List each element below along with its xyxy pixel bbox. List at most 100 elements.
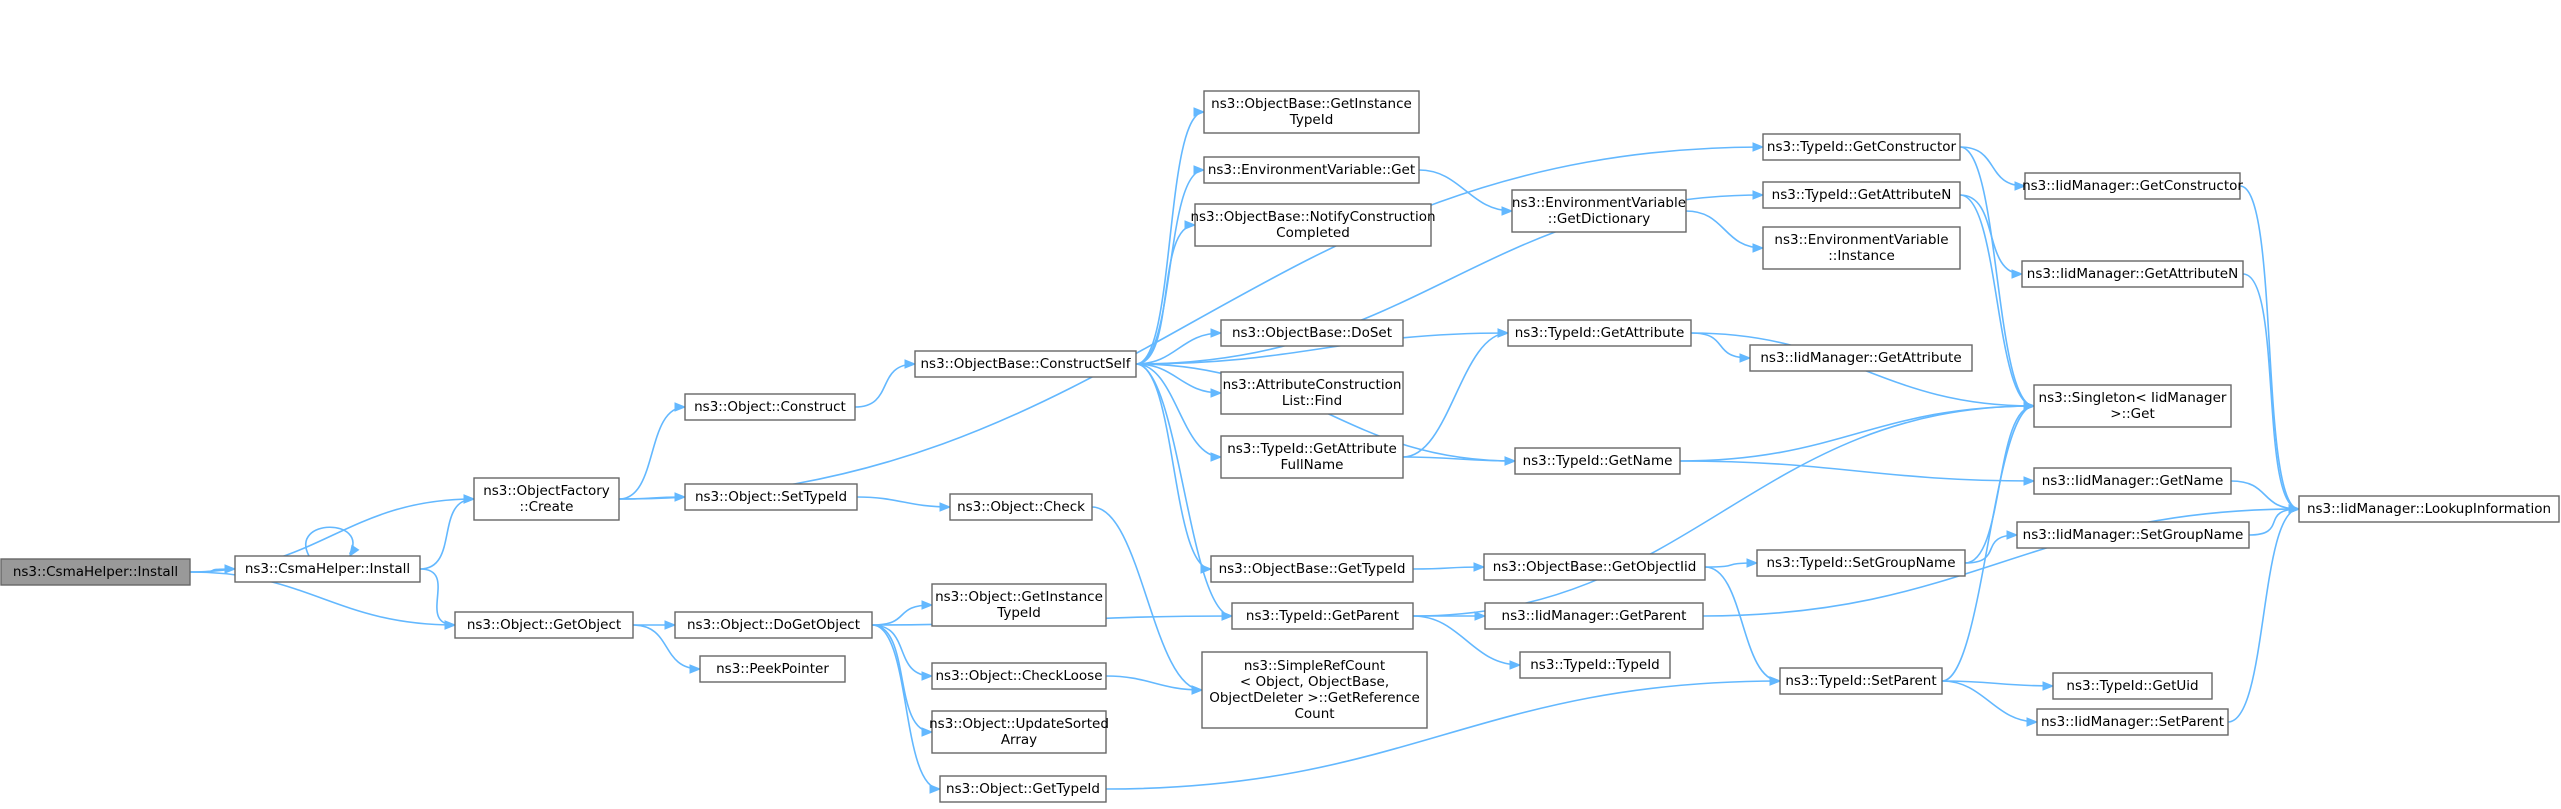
- node-label: Array: [1001, 732, 1037, 748]
- node-label: ns3::Object::GetInstance: [935, 589, 1103, 605]
- node-label: ns3::Object::GetObject: [467, 617, 621, 633]
- function-node-n1[interactable]: ns3::CsmaHelper::Install: [234, 555, 421, 583]
- call-edge-n26-to-n34-arrow: [1769, 676, 1782, 686]
- call-edge-n8-to-n21-arrow: [1221, 611, 1234, 621]
- function-node-n9[interactable]: ns3::Object::Check: [949, 493, 1093, 521]
- node-box: [1749, 344, 1973, 372]
- call-edge-n19-to-n25-arrow: [1504, 456, 1517, 466]
- node-box: [1210, 555, 1414, 583]
- function-node-n32[interactable]: ns3::IidManager::GetAttribute: [1749, 344, 1973, 372]
- call-edge-n34-to-n40-arrow: [2042, 681, 2055, 691]
- function-node-n16[interactable]: ns3::ObjectBase::NotifyConstructionCompl…: [1190, 203, 1436, 247]
- call-edge-n8-to-n14-arrow: [1193, 107, 1206, 117]
- node-label: ns3::ObjectBase::ConstructSelf: [921, 356, 1132, 372]
- function-node-n40[interactable]: ns3::TypeId::GetUid: [2052, 672, 2213, 700]
- call-edge-n8-to-n15-arrow: [1193, 165, 1206, 175]
- node-label: ns3::ObjectBase::GetInstance: [1211, 96, 1412, 112]
- function-node-n11[interactable]: ns3::Object::CheckLoose: [931, 662, 1107, 690]
- call-edge-n3-to-n7: [632, 624, 701, 670]
- node-box: [473, 477, 620, 521]
- call-edge-n6-to-n12: [871, 624, 933, 733]
- function-node-n27[interactable]: ns3::IidManager::GetParent: [1484, 602, 1704, 630]
- function-node-n6[interactable]: ns3::Object::DoGetObject: [674, 611, 873, 639]
- function-node-n30[interactable]: ns3::TypeId::GetAttributeN: [1762, 181, 1961, 209]
- function-node-n8[interactable]: ns3::ObjectBase::ConstructSelf: [914, 350, 1137, 378]
- call-edge-n19-to-n25: [1402, 456, 1516, 462]
- node-label: ::Instance: [1828, 248, 1895, 264]
- call-edge-n20-to-n26: [1412, 566, 1485, 570]
- call-edge-n34-to-n41-arrow: [2026, 717, 2039, 727]
- function-node-n23[interactable]: ns3::EnvironmentVariable::GetDictionary: [1511, 189, 1687, 233]
- function-node-n31[interactable]: ns3::EnvironmentVariable::Instance: [1762, 226, 1961, 270]
- node-box: [931, 662, 1107, 690]
- function-nodes: ns3::CsmaHelper::Install ns3::CsmaHelper:…: [0, 90, 2560, 803]
- node-box: [2016, 521, 2250, 549]
- function-node-n15[interactable]: ns3::EnvironmentVariable::Get: [1203, 156, 1420, 184]
- call-edge-n26-to-n33-arrow: [1746, 558, 1759, 568]
- function-node-n29[interactable]: ns3::TypeId::GetConstructor: [1762, 133, 1961, 161]
- function-node-n41[interactable]: ns3::IidManager::SetParent: [2036, 708, 2229, 736]
- node-label: ns3::IidManager::LookupInformation: [2307, 501, 2551, 517]
- node-box: [949, 493, 1093, 521]
- function-node-n36[interactable]: ns3::IidManager::GetAttributeN: [2021, 260, 2244, 288]
- function-node-n5[interactable]: ns3::Object::SetTypeId: [684, 483, 858, 511]
- node-box: [684, 393, 856, 421]
- call-edge-n34-to-n41: [1941, 680, 2038, 723]
- function-node-n20[interactable]: ns3::ObjectBase::GetTypeId: [1210, 555, 1414, 583]
- node-box: [1762, 133, 1961, 161]
- function-node-n35[interactable]: ns3::IidManager::GetConstructor: [2022, 172, 2243, 200]
- call-edge-n1-to-n1-arrow: [348, 544, 360, 558]
- node-box: [1220, 371, 1404, 415]
- function-node-n33[interactable]: ns3::TypeId::SetGroupName: [1756, 549, 1966, 577]
- call-edge-n1-to-n3: [419, 568, 456, 626]
- call-edge-n30-to-n36: [1959, 194, 2023, 275]
- function-node-n17[interactable]: ns3::ObjectBase::DoSet: [1220, 319, 1404, 347]
- node-label: ns3::ObjectBase::NotifyConstruction: [1190, 209, 1435, 225]
- node-label: TypeId: [996, 605, 1041, 621]
- function-node-n37[interactable]: ns3::Singleton< IidManager>::Get: [2033, 384, 2232, 428]
- node-label: FullName: [1281, 457, 1344, 473]
- function-node-n3[interactable]: ns3::Object::GetObject: [454, 611, 634, 639]
- node-box: [2298, 495, 2560, 523]
- function-node-n2[interactable]: ns3::ObjectFactory::Create: [473, 477, 620, 521]
- function-node-n39[interactable]: ns3::IidManager::SetGroupName: [2016, 521, 2250, 549]
- node-label: ns3::TypeId::GetConstructor: [1767, 139, 1957, 155]
- function-node-n25[interactable]: ns3::TypeId::GetName: [1514, 447, 1681, 475]
- node-box: [2052, 672, 2213, 700]
- call-edge-n8-to-n17: [1135, 332, 1222, 365]
- call-edge-n8-to-n14: [1135, 111, 1205, 365]
- function-node-n13[interactable]: ns3::Object::GetTypeId: [939, 775, 1107, 803]
- node-box: [234, 555, 421, 583]
- node-label: ns3::CsmaHelper::Install: [245, 561, 410, 577]
- node-label: ns3::TypeId::TypeId: [1530, 657, 1660, 673]
- node-label: ns3::IidManager::GetAttributeN: [2027, 266, 2238, 282]
- call-edge-n26-to-n34: [1704, 566, 1781, 682]
- function-node-n34[interactable]: ns3::TypeId::SetParent: [1779, 667, 1943, 695]
- function-node-n21[interactable]: ns3::TypeId::GetParent: [1231, 602, 1414, 630]
- call-edge-n8-to-n16-arrow: [1184, 220, 1197, 230]
- call-edge-n25-to-n37: [1679, 405, 2035, 462]
- node-label: ns3::TypeId::GetUid: [2066, 678, 2198, 694]
- function-node-n4[interactable]: ns3::Object::Construct: [684, 393, 856, 421]
- function-node-n0[interactable]: ns3::CsmaHelper::Install: [0, 558, 191, 586]
- call-edge-n21-to-n37: [1412, 405, 2035, 617]
- call-edge-n0-to-n3: [189, 571, 456, 626]
- node-label: Count: [1294, 706, 1334, 722]
- function-node-n42[interactable]: ns3::IidManager::LookupInformation: [2298, 495, 2560, 523]
- function-node-n28[interactable]: ns3::TypeId::TypeId: [1519, 651, 1671, 679]
- function-node-n7[interactable]: ns3::PeekPointer: [699, 655, 846, 683]
- function-node-n24[interactable]: ns3::TypeId::GetAttribute: [1507, 319, 1692, 347]
- function-node-n22[interactable]: ns3::SimpleRefCount< Object, ObjectBase,…: [1201, 651, 1428, 729]
- function-node-n38[interactable]: ns3::IidManager::GetName: [2033, 467, 2232, 495]
- call-edge-n6-to-n10-arrow: [921, 600, 934, 610]
- node-label: ns3::EnvironmentVariable: [1774, 232, 1948, 248]
- call-edge-n2-to-n4-arrow: [674, 402, 687, 412]
- node-label: Completed: [1276, 225, 1350, 241]
- function-node-n26[interactable]: ns3::ObjectBase::GetObjectIid: [1483, 553, 1706, 581]
- node-label: ns3::ObjectFactory: [483, 483, 610, 499]
